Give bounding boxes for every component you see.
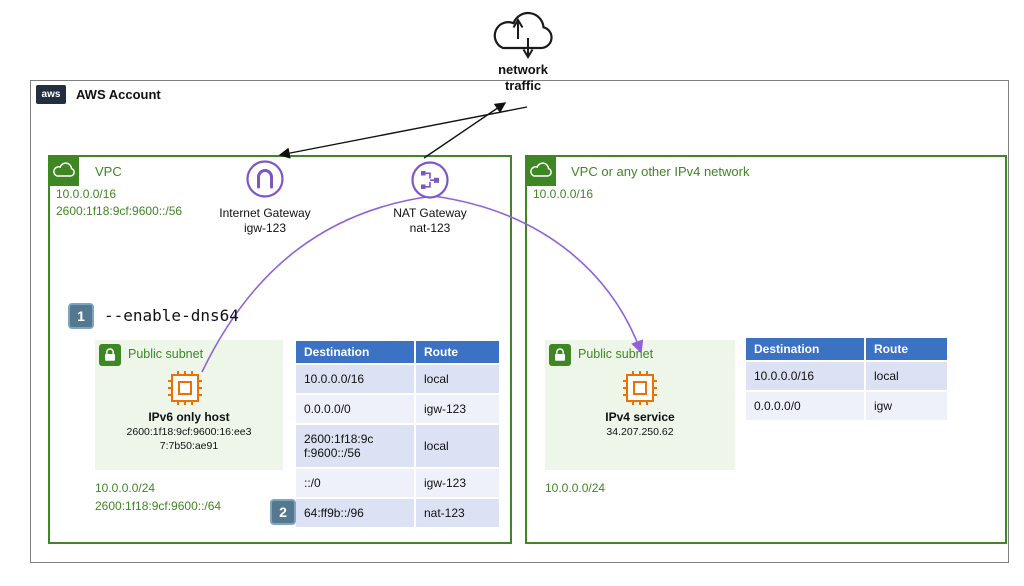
- route-cell-target: nat-123: [415, 498, 500, 528]
- route-row: 10.0.0.0/16 local: [745, 361, 948, 391]
- vpc-icon: [526, 156, 556, 186]
- left-vpc-title: VPC: [95, 164, 122, 179]
- lock-icon: [99, 344, 121, 366]
- route-cell-destination: 0.0.0.0/0: [295, 394, 415, 424]
- route-cell-destination: 10.0.0.0/16: [745, 361, 865, 391]
- route-row: 2600:1f18:9c f:9600::/56 local: [295, 424, 500, 468]
- internet-gateway-id: igw-123: [243, 221, 287, 235]
- aws-logo: aws: [36, 85, 66, 104]
- ipv4-service-name: IPv4 service: [605, 410, 675, 424]
- network-traffic-label: network traffic: [498, 62, 548, 94]
- ipv4-service-address: 34.207.250.62: [606, 426, 674, 438]
- nat-gateway-id: nat-123: [409, 221, 451, 235]
- network-traffic-cloud-icon: [493, 11, 553, 59]
- route-cell-destination: ::/0: [295, 468, 415, 498]
- route-row: 0.0.0.0/0 igw: [745, 391, 948, 421]
- route-row: 0.0.0.0/0 igw-123: [295, 394, 500, 424]
- left-subnet-ipv4-cidr: 10.0.0.0/24: [95, 481, 156, 495]
- route-cell-target: local: [865, 361, 948, 391]
- right-subnet-ipv4-cidr: 10.0.0.0/24: [545, 481, 606, 495]
- route-cell-target: igw-123: [415, 468, 500, 498]
- route-cell-destination: 10.0.0.0/16: [295, 364, 415, 394]
- ipv6-host-address: 2600:1f18:9cf:9600:16:ee3 7:7b50:ae91: [126, 426, 252, 452]
- arrow-nat-to-cloud: [423, 102, 507, 159]
- route-table-header-row: Destination Route: [295, 340, 500, 364]
- nat-gateway-icon: [411, 161, 449, 199]
- enable-dns64-flag: --enable-dns64: [104, 306, 239, 325]
- route-cell-destination: 2600:1f18:9c f:9600::/56: [295, 424, 415, 468]
- route-cell-target: local: [415, 424, 500, 468]
- route-header: Route: [865, 337, 948, 361]
- route-cell-destination: 64:ff9b::/96: [295, 498, 415, 528]
- internet-gateway-label: Internet Gateway: [219, 206, 311, 220]
- ipv6-host-instance-icon: [168, 371, 202, 405]
- route-table-header-row: Destination Route: [745, 337, 948, 361]
- route-cell-target: igw-123: [415, 394, 500, 424]
- right-route-table: Destination Route 10.0.0.0/16 local 0.0.…: [745, 337, 948, 421]
- right-vpc-ipv4-cidr: 10.0.0.0/16: [533, 187, 594, 201]
- right-vpc-box: [525, 155, 1007, 544]
- route-row: 64:ff9b::/96 nat-123: [295, 498, 500, 528]
- left-public-subnet-box: [95, 340, 283, 470]
- right-vpc-title: VPC or any other IPv4 network: [571, 164, 750, 179]
- aws-account-title: AWS Account: [76, 87, 161, 102]
- aws-account-box: [30, 80, 1009, 563]
- step-2-badge: 2: [270, 499, 296, 525]
- vpc-icon: [49, 156, 79, 186]
- route-row: 10.0.0.0/16 local: [295, 364, 500, 394]
- left-subnet-ipv6-cidr: 2600:1f18:9cf:9600::/64: [95, 499, 222, 513]
- left-vpc-ipv6-cidr: 2600:1f18:9cf:9600::/56: [56, 204, 183, 218]
- ipv4-service-instance-icon: [623, 371, 657, 405]
- route-cell-target: igw: [865, 391, 948, 421]
- left-vpc-ipv4-cidr: 10.0.0.0/16: [56, 187, 117, 201]
- step-1-badge: 1: [68, 303, 94, 329]
- nat-gateway-label: NAT Gateway: [393, 206, 467, 220]
- arrow-cloud-to-igw: [278, 106, 528, 159]
- internet-gateway-icon: [246, 160, 284, 198]
- route-cell-destination: 0.0.0.0/0: [745, 391, 865, 421]
- route-header: Route: [415, 340, 500, 364]
- route-row: ::/0 igw-123: [295, 468, 500, 498]
- destination-header: Destination: [745, 337, 865, 361]
- ipv6-host-name: IPv6 only host: [148, 410, 230, 424]
- left-subnet-title: Public subnet: [128, 347, 204, 361]
- right-subnet-title: Public subnet: [578, 347, 654, 361]
- lock-icon: [549, 344, 571, 366]
- route-cell-target: local: [415, 364, 500, 394]
- left-route-table: Destination Route 10.0.0.0/16 local 0.0.…: [295, 340, 500, 528]
- destination-header: Destination: [295, 340, 415, 364]
